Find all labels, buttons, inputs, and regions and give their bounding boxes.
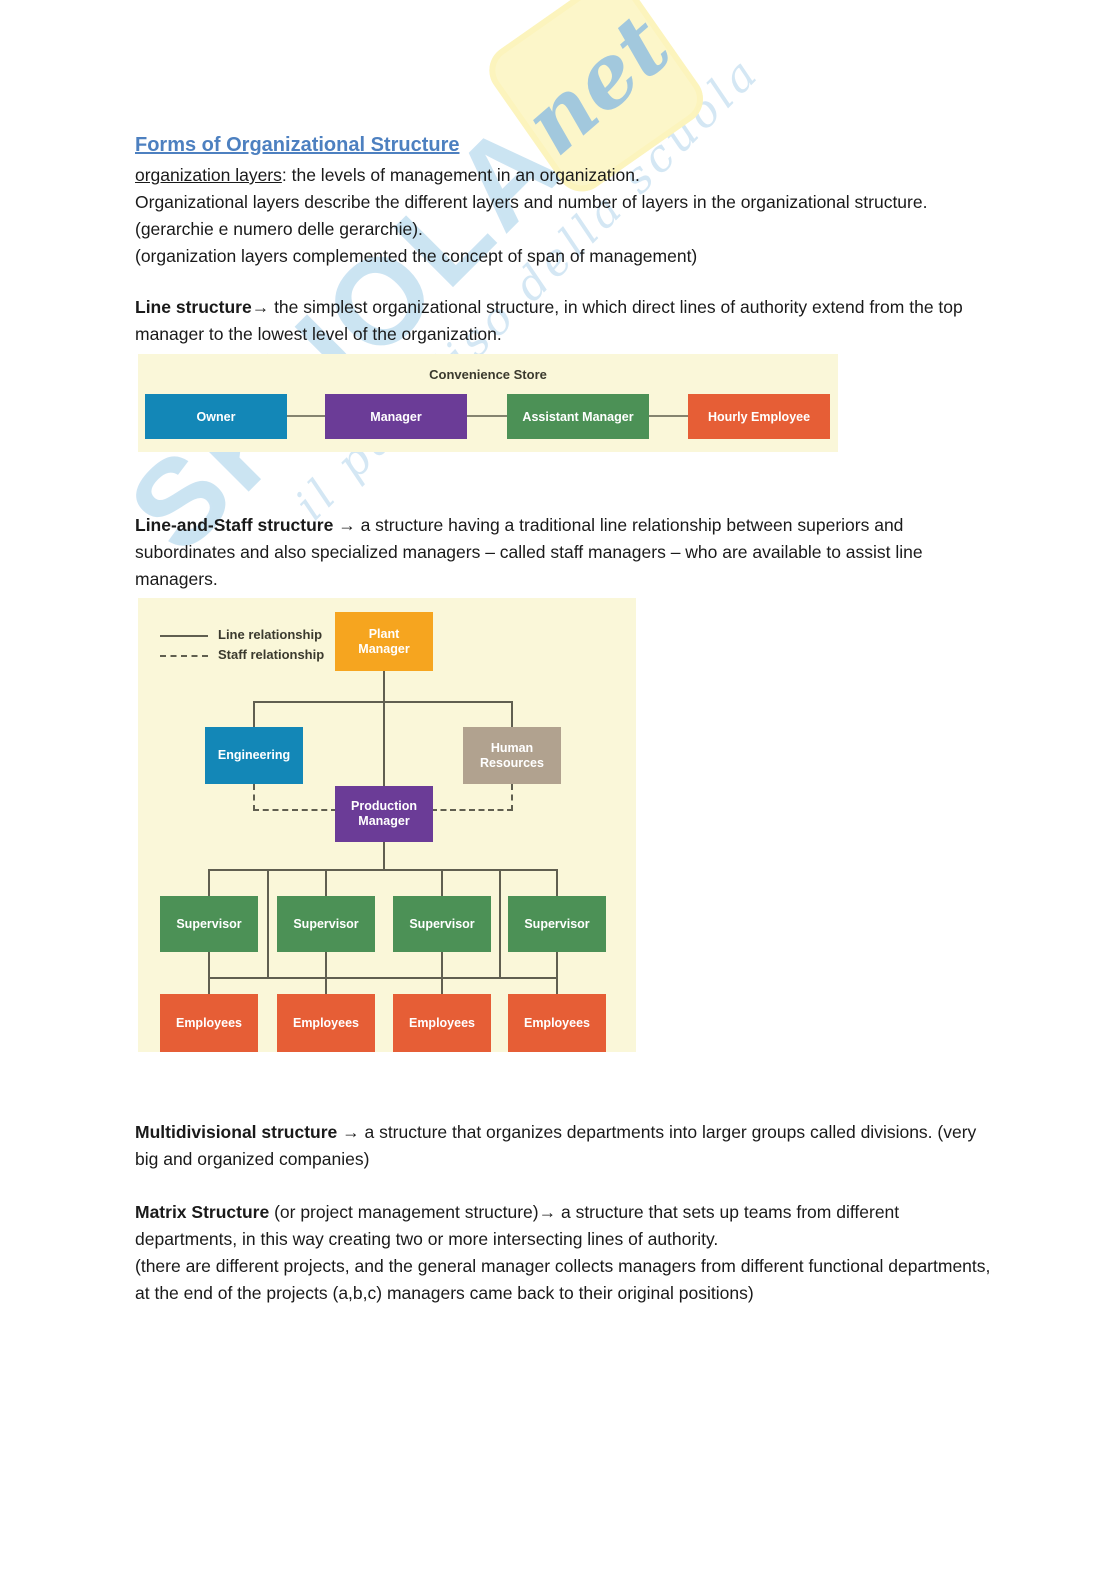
org-box-supervisor: Supervisor	[160, 896, 258, 952]
connector-line	[253, 701, 513, 703]
diagram1-title: Convenience Store	[429, 367, 547, 382]
connector-line	[383, 842, 385, 871]
connector-line	[649, 415, 688, 417]
staff-connector-line	[253, 809, 337, 811]
page-title: Forms of Organizational Structure	[135, 134, 460, 156]
staff-connector-line	[431, 809, 513, 811]
connector-line	[441, 952, 443, 977]
connector-line	[556, 977, 558, 994]
term-multidivisional: Multidivisional structure	[135, 1122, 338, 1142]
legend-staff-label: Staff relationship	[218, 647, 325, 662]
org-box-human-resources: Human Resources	[463, 727, 561, 784]
connector-line	[383, 671, 385, 786]
connector-line	[287, 415, 325, 417]
org-box-supervisor: Supervisor	[508, 896, 606, 952]
org-box-engineering: Engineering	[205, 727, 303, 784]
connector-line	[511, 701, 513, 727]
org-box-employees: Employees	[508, 994, 606, 1052]
term-matrix: Matrix Structure	[135, 1202, 270, 1222]
paragraph-line-structure: Line structure→ the simplest organizatio…	[135, 294, 993, 348]
connector-line	[325, 977, 327, 994]
connector-line	[325, 869, 327, 896]
line-structure-diagram: Convenience Store Owner Manager Assistan…	[138, 354, 838, 452]
paragraph-matrix: Matrix Structure (or project management …	[135, 1199, 993, 1253]
connector-line	[267, 869, 269, 977]
connector-line	[467, 415, 507, 417]
connector-line	[253, 701, 255, 727]
paragraph-matrix-note: (there are different projects, and the g…	[135, 1256, 991, 1303]
definition-multidivisional: → a structure that organizes departments…	[135, 1122, 977, 1169]
org-box-employees: Employees	[393, 994, 491, 1052]
line-and-staff-diagram: Line relationship Staff relationship	[138, 598, 636, 1052]
org-box-assistant-manager: Assistant Manager	[507, 394, 649, 439]
paragraph-organization-layers: organization layers: the levels of manag…	[135, 162, 993, 189]
definition-matrix: (or project management structure)→ a str…	[135, 1202, 900, 1249]
org-box-production-manager: Production Manager	[335, 786, 433, 842]
term-line-structure: Line structure	[135, 297, 252, 317]
definition-line-and-staff: → a structure having a traditional line …	[135, 515, 923, 589]
definition-organization-layers: : the levels of management in an organiz…	[281, 165, 640, 185]
connector-line	[441, 869, 443, 896]
connector-line	[208, 869, 558, 871]
org-box-employees: Employees	[160, 994, 258, 1052]
connector-line	[499, 869, 501, 977]
org-box-plant-manager: Plant Manager	[335, 612, 433, 671]
connector-line	[556, 869, 558, 896]
connector-line	[208, 977, 558, 979]
org-box-employees: Employees	[277, 994, 375, 1052]
org-box-supervisor: Supervisor	[277, 896, 375, 952]
connector-line	[208, 869, 210, 896]
connector-line	[325, 952, 327, 977]
org-box-owner: Owner	[145, 394, 287, 439]
legend-line-label: Line relationship	[218, 627, 323, 642]
legend-line-sample	[160, 635, 208, 637]
connector-line	[556, 952, 558, 977]
term-line-and-staff: Line-and-Staff structure	[135, 515, 334, 535]
definition-line-structure: → the simplest organizational structure,…	[135, 297, 963, 344]
paragraph-organization-layers-note: (organization layers complemented the co…	[135, 246, 698, 266]
paragraph-line-and-staff: Line-and-Staff structure → a structure h…	[135, 512, 993, 593]
org-box-hourly-employee: Hourly Employee	[688, 394, 830, 439]
connector-line	[441, 977, 443, 994]
term-organization-layers: organization layers	[135, 165, 282, 185]
document-content: Forms of Organizational Structure organi…	[135, 133, 993, 1307]
connector-line	[208, 977, 210, 994]
paragraph-multidivisional: Multidivisional structure → a structure …	[135, 1119, 993, 1173]
org-box-supervisor: Supervisor	[393, 896, 491, 952]
staff-connector-line	[511, 784, 513, 811]
paragraph-organizational-layers-describe: Organizational layers describe the diffe…	[135, 192, 928, 239]
connector-line	[208, 952, 210, 977]
org-box-manager: Manager	[325, 394, 467, 439]
legend-staff-sample	[160, 655, 208, 657]
staff-connector-line	[253, 784, 255, 811]
